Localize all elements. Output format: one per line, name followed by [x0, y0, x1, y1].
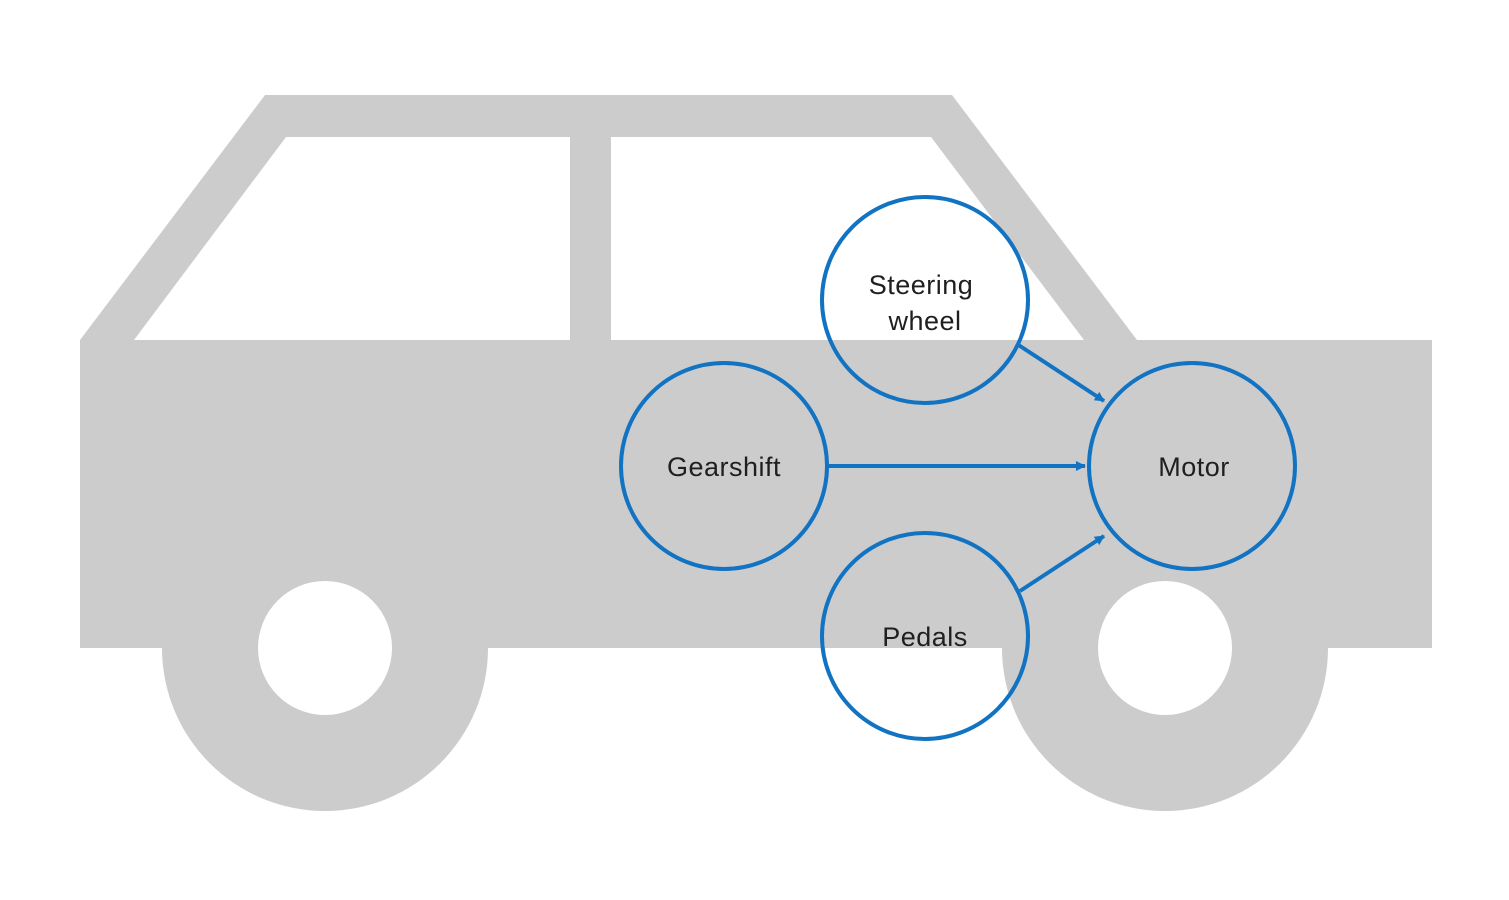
front-hubcap	[1098, 581, 1232, 715]
node-pedals-circle	[820, 531, 1030, 741]
car-silhouette	[80, 95, 1432, 811]
node-gearshift: Gearshift	[619, 361, 829, 571]
node-motor: Motor	[1087, 361, 1297, 571]
node-pedals-label: Pedals	[882, 622, 968, 652]
node-motor-circle	[1087, 361, 1297, 571]
edges	[828, 342, 1106, 593]
edge-steering-to-motor	[1015, 342, 1106, 403]
rear-hubcap	[258, 581, 392, 715]
svg-text:Steering wheel: Steering wheel	[869, 270, 982, 336]
node-motor-label: Motor	[1158, 452, 1230, 482]
rear-window	[134, 137, 570, 340]
node-gearshift-label: Gearshift	[667, 452, 781, 482]
node-steering-wheel-label-line2: wheel	[887, 306, 961, 336]
node-steering-wheel-label-line1: Steering	[869, 270, 974, 300]
node-steering-wheel: Steering wheel	[820, 195, 1030, 405]
front-window	[611, 137, 1084, 340]
edge-pedals-to-motor	[1018, 534, 1106, 593]
node-steering-wheel-circle	[820, 195, 1030, 405]
node-pedals: Pedals	[820, 531, 1030, 741]
node-gearshift-circle	[619, 361, 829, 571]
